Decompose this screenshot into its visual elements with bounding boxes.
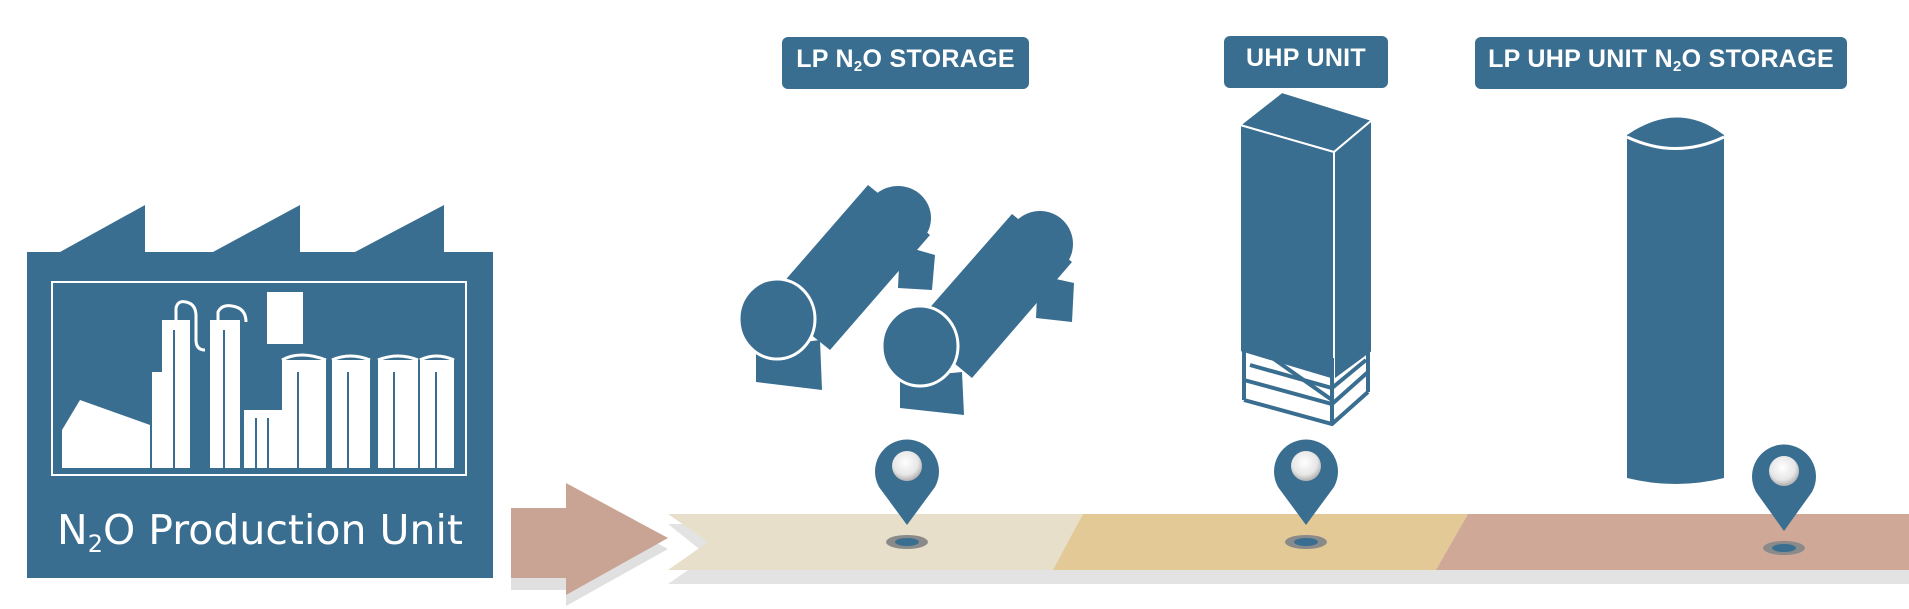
segment-lp-storage bbox=[668, 514, 1083, 570]
production-unit-title: N2O Production Unit bbox=[27, 495, 493, 565]
title-text: O Production Unit bbox=[103, 506, 463, 554]
factory-icon bbox=[27, 205, 493, 578]
label-lp-n2o-storage: LP N2O STORAGE bbox=[782, 37, 1029, 89]
horizontal-tanks-icon bbox=[737, 185, 1074, 415]
location-pin-icon bbox=[1274, 439, 1338, 549]
segment-uhp-unit bbox=[1053, 514, 1468, 570]
label-subscript: 2 bbox=[853, 58, 863, 75]
title-subscript: 2 bbox=[87, 530, 103, 558]
label-subscript: 2 bbox=[1673, 58, 1682, 75]
label-text: LP UHP UNIT N bbox=[1488, 45, 1674, 73]
label-text: UHP UNIT bbox=[1245, 44, 1366, 72]
label-lp-uhp-unit-n2o-storage: LP UHP UNIT N2O STORAGE bbox=[1475, 37, 1847, 89]
process-flow-strip bbox=[668, 514, 1909, 584]
title-text: N bbox=[57, 506, 88, 554]
label-text: O STORAGE bbox=[1681, 45, 1834, 73]
label-uhp-unit: UHP UNIT bbox=[1224, 36, 1388, 88]
flow-arrow bbox=[511, 483, 668, 606]
location-pin-icon bbox=[875, 439, 939, 549]
location-pin-icon bbox=[1752, 444, 1816, 555]
label-text: O STORAGE bbox=[862, 45, 1015, 73]
uhp-cabinet-icon bbox=[1237, 90, 1375, 427]
segment-uhp-storage bbox=[1436, 514, 1909, 570]
vertical-tank-icon bbox=[1626, 117, 1725, 484]
label-text: LP N bbox=[796, 45, 854, 73]
